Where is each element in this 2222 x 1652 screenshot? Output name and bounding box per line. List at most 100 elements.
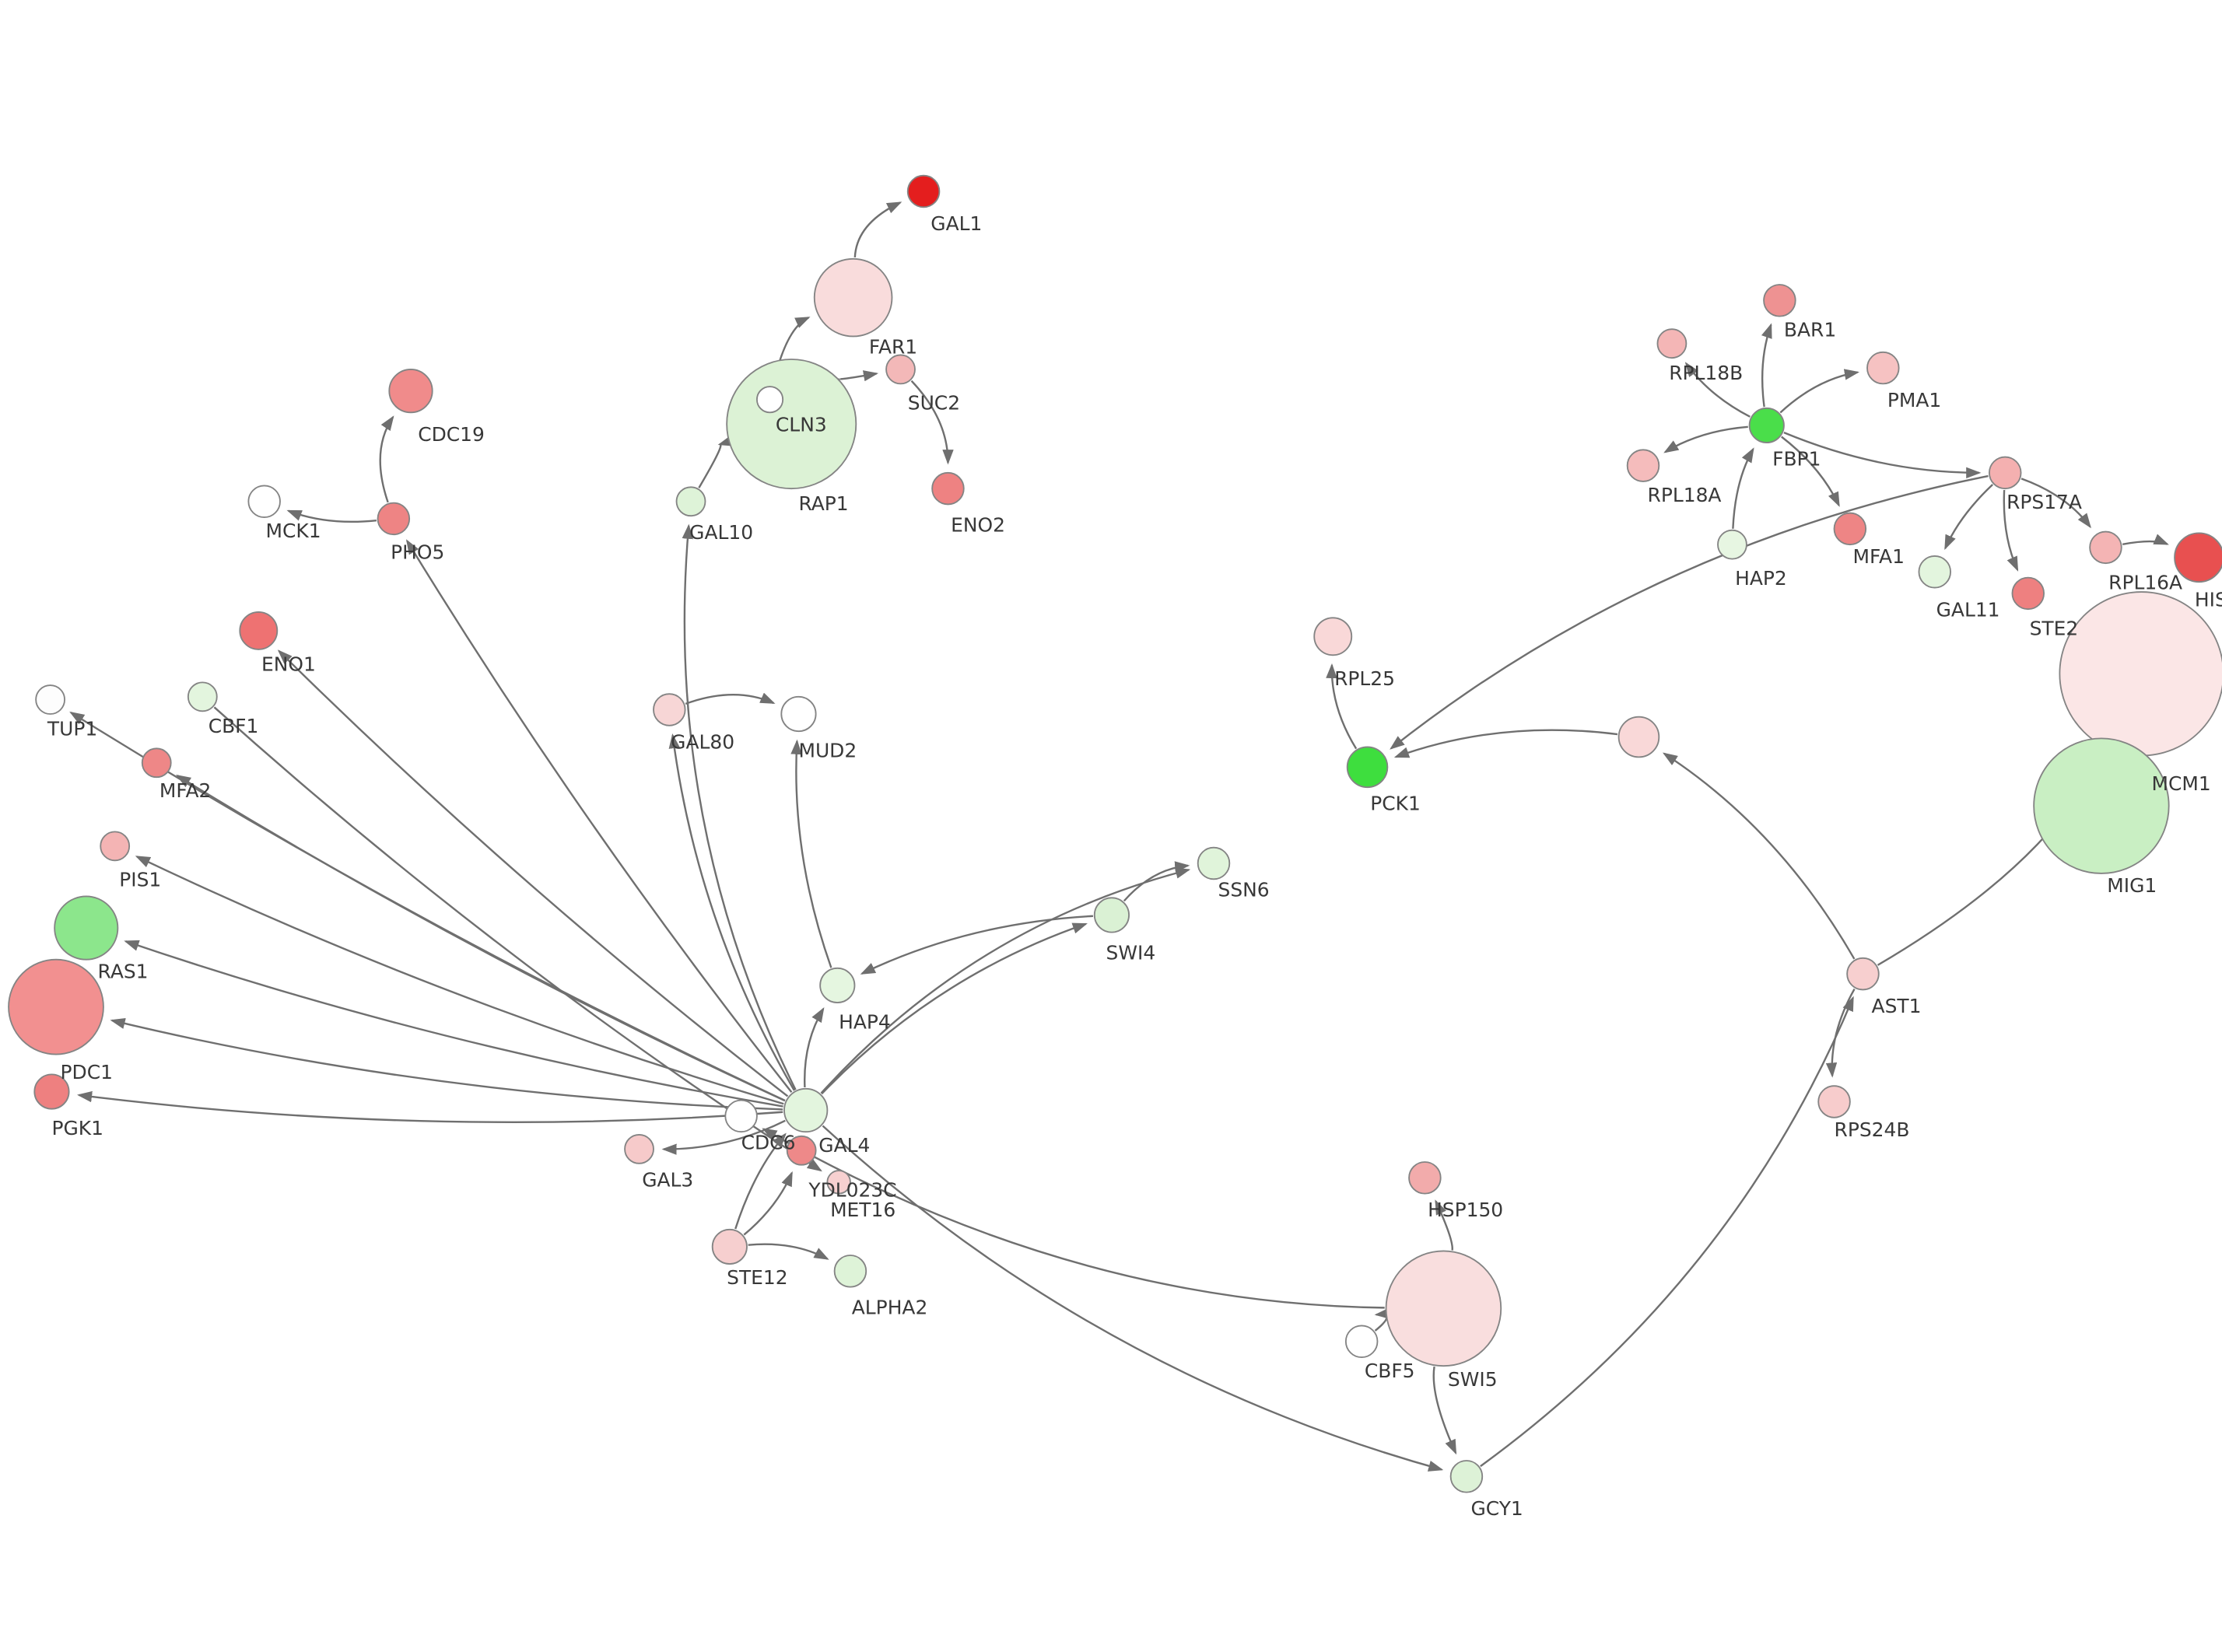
- edge-cbf1-met16[interactable]: [213, 706, 822, 1172]
- edge-ste12-ydl023c[interactable]: [743, 1171, 793, 1236]
- edge-ste12-gal4[interactable]: [734, 1132, 787, 1230]
- node-ssn6[interactable]: [1197, 846, 1231, 880]
- node-ras1[interactable]: [54, 895, 119, 961]
- node-eno2[interactable]: [931, 471, 965, 506]
- edge-gal4-ssn6[interactable]: [820, 867, 1191, 1094]
- node-unlabeled[interactable]: [1617, 716, 1660, 758]
- node-cdc6[interactable]: [724, 1099, 758, 1133]
- node-alpha2[interactable]: [833, 1255, 867, 1288]
- edge-rps17a-ste2[interactable]: [2003, 489, 2019, 572]
- edge-rps17a-rpl16a[interactable]: [2020, 478, 2091, 529]
- node-mck1[interactable]: [247, 485, 281, 519]
- edge-gal4-pgk1[interactable]: [76, 1090, 783, 1123]
- edge-swi5-cdc6[interactable]: [762, 1128, 1385, 1309]
- edge-fbp1-rpl18b[interactable]: [1684, 362, 1751, 418]
- edge-pho5-mck1[interactable]: [286, 509, 377, 523]
- edge-swi5-hsp150[interactable]: [1435, 1199, 1453, 1251]
- edge-cbf5-swi5[interactable]: [1374, 1307, 1390, 1332]
- edge-gal4-gal10[interactable]: [682, 523, 797, 1090]
- edge-pck1-rpl25[interactable]: [1326, 663, 1358, 750]
- edge-swi5-gcy1[interactable]: [1432, 1366, 1457, 1455]
- edge-ast1-unnamed1[interactable]: [1662, 752, 1856, 960]
- node-his4[interactable]: [2174, 532, 2222, 583]
- node-swi5[interactable]: [1385, 1250, 1502, 1367]
- node-cdc19[interactable]: [388, 369, 433, 414]
- node-rpl18b[interactable]: [1656, 328, 1688, 359]
- node-mcm1[interactable]: [2059, 591, 2222, 757]
- node-gal4[interactable]: [783, 1087, 829, 1133]
- node-met16[interactable]: [826, 1170, 851, 1195]
- edge-gal4-gal3[interactable]: [661, 1119, 786, 1155]
- edge-gal4-pho5[interactable]: [405, 539, 793, 1094]
- node-gal11[interactable]: [1918, 555, 1951, 589]
- edge-gal4-tup1[interactable]: [69, 711, 786, 1102]
- node-pis1[interactable]: [100, 831, 131, 862]
- edge-suc2-eno2[interactable]: [910, 380, 954, 465]
- node-far1[interactable]: [813, 257, 893, 338]
- node-gal10[interactable]: [675, 486, 706, 517]
- edge-gal4-mfa2[interactable]: [175, 774, 786, 1102]
- edge-rpl16a-his4[interactable]: [2122, 534, 2169, 545]
- node-fbp1[interactable]: [1748, 407, 1785, 443]
- edge-fbp1-bar1[interactable]: [1761, 323, 1772, 408]
- node-rps17a[interactable]: [1989, 456, 2022, 490]
- edge-hap4-mud2[interactable]: [790, 739, 832, 968]
- node-cbf5[interactable]: [1344, 1325, 1379, 1359]
- node-mud2[interactable]: [780, 695, 817, 733]
- edge-pho5-cdc19[interactable]: [379, 415, 394, 503]
- node-gal3[interactable]: [624, 1134, 654, 1164]
- edge-fbp1-mfa1[interactable]: [1781, 436, 1840, 507]
- edge-gal4-pis1[interactable]: [135, 856, 784, 1105]
- node-pdc1[interactable]: [8, 958, 104, 1055]
- node-hap4[interactable]: [819, 967, 856, 1004]
- node-mig1[interactable]: [2033, 737, 2170, 874]
- node-eno1[interactable]: [239, 611, 279, 650]
- edge-unnamed1-pck1[interactable]: [1393, 729, 1618, 758]
- edge-fbp1-pma1[interactable]: [1779, 369, 1859, 414]
- node-mfa2[interactable]: [141, 747, 172, 779]
- node-rpl18a[interactable]: [1626, 449, 1660, 482]
- node-hap2[interactable]: [1717, 529, 1747, 560]
- edge-gal4-pdc1[interactable]: [110, 1017, 783, 1111]
- node-pma1[interactable]: [1866, 351, 1900, 385]
- edge-gal10-rap1[interactable]: [698, 435, 734, 488]
- node-pho5[interactable]: [377, 502, 411, 536]
- edge-rps17a-pck1[interactable]: [1390, 474, 1989, 750]
- node-rps24b[interactable]: [1817, 1085, 1851, 1118]
- node-suc2[interactable]: [885, 354, 916, 385]
- node-ydl023c[interactable]: [786, 1135, 817, 1166]
- node-hsp150[interactable]: [1408, 1161, 1442, 1195]
- edge-gcy1-ast1[interactable]: [1480, 996, 1854, 1468]
- edge-swi4-hap4[interactable]: [860, 915, 1093, 975]
- node-tup1[interactable]: [35, 684, 65, 715]
- edge-swi4-ssn6[interactable]: [1123, 861, 1190, 902]
- node-gcy1[interactable]: [1449, 1460, 1484, 1493]
- node-pgk1[interactable]: [33, 1073, 70, 1110]
- edge-fbp1-rps17a[interactable]: [1783, 432, 1982, 479]
- node-swi4[interactable]: [1093, 897, 1130, 933]
- node-pck1[interactable]: [1346, 746, 1389, 789]
- node-cbf1[interactable]: [187, 681, 218, 712]
- edge-hap2-fbp1[interactable]: [1732, 447, 1754, 529]
- node-mfa1[interactable]: [1833, 512, 1867, 546]
- node-ste12[interactable]: [711, 1228, 748, 1265]
- edge-ste12-alpha2[interactable]: [748, 1243, 829, 1260]
- node-rpl25[interactable]: [1313, 617, 1353, 656]
- edge-rap1-suc2[interactable]: [838, 370, 879, 382]
- edge-gal80-mud2[interactable]: [685, 692, 776, 705]
- node-gal1[interactable]: [906, 174, 941, 208]
- edge-gal4-gcy1[interactable]: [822, 1125, 1444, 1472]
- edge-rps17a-gal11[interactable]: [1944, 484, 1993, 551]
- edge-ast1-rps24b[interactable]: [1825, 988, 1856, 1078]
- node-ast1[interactable]: [1846, 957, 1880, 991]
- node-gal80[interactable]: [653, 693, 686, 726]
- edge-gal4-gal80[interactable]: [668, 733, 795, 1091]
- edge-far1-gal1[interactable]: [853, 201, 902, 257]
- edge-gal4-hap4[interactable]: [804, 1006, 825, 1088]
- node-ste2[interactable]: [2011, 576, 2045, 611]
- node-cln3[interactable]: [756, 386, 784, 414]
- edge-fbp1-rpl18a[interactable]: [1663, 425, 1748, 453]
- node-rpl16a[interactable]: [2089, 530, 2122, 565]
